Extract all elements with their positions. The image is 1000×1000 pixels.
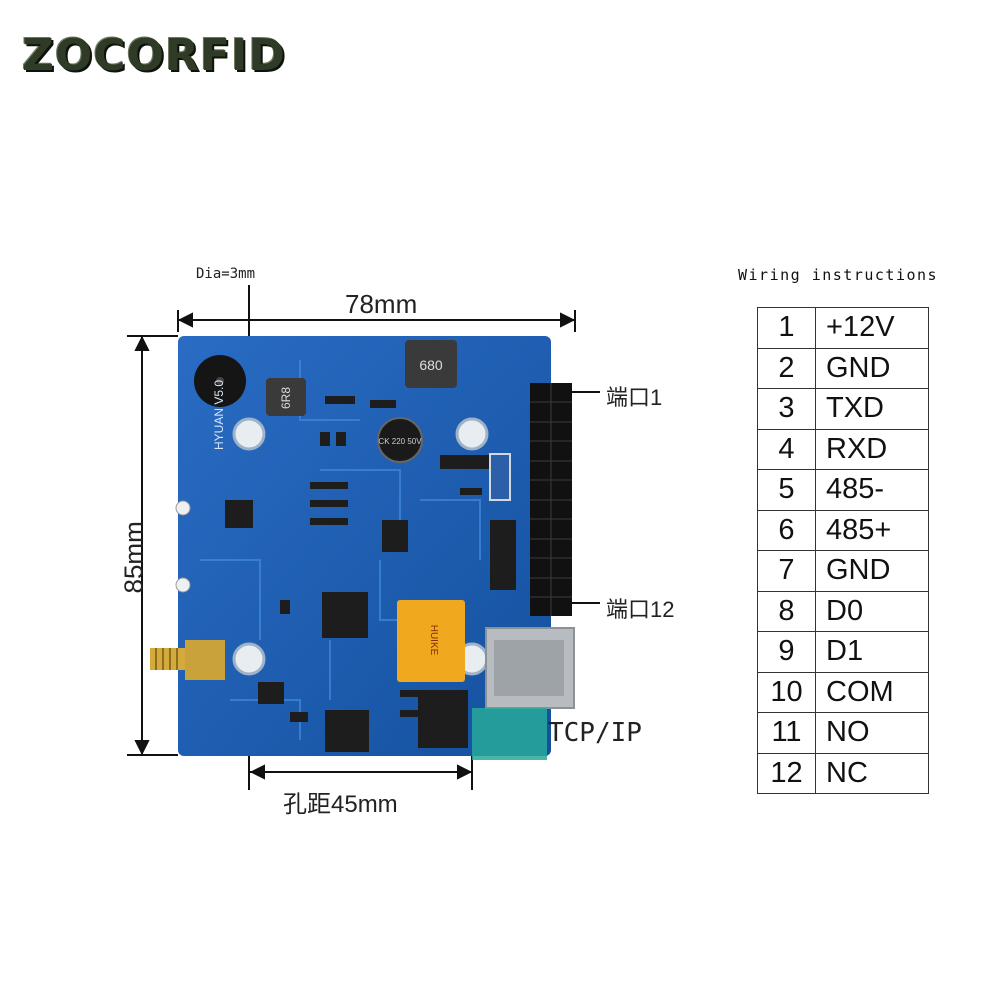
hole-spacing-dimension-line — [249, 764, 473, 780]
width-label: 78mm — [345, 289, 418, 319]
pin-number: 12 — [757, 752, 816, 794]
pin-signal: RXD — [815, 428, 929, 470]
ic-chip — [440, 455, 490, 469]
electrolytic-capacitor — [377, 417, 423, 463]
pin-signal: NC — [815, 752, 929, 794]
pin-signal: GND — [815, 550, 929, 592]
pin-signal: D1 — [815, 631, 929, 673]
antenna-connector — [150, 640, 225, 680]
board-silkscreen: HYUAN V5.0 — [212, 380, 226, 450]
ic-chip — [258, 682, 284, 704]
pin-number: 2 — [757, 347, 816, 389]
pin-number: 5 — [757, 469, 816, 511]
pin-number: 1 — [757, 307, 816, 349]
mounting-hole — [232, 642, 266, 676]
ic-chip — [325, 710, 369, 752]
pin-number: 7 — [757, 550, 816, 592]
ic-chip — [322, 592, 368, 638]
port-12-label: 端口12 — [606, 597, 675, 622]
pin-signal: D0 — [815, 590, 929, 632]
ic-chip — [382, 520, 408, 552]
led — [175, 500, 191, 516]
pin-signal: GND — [815, 347, 929, 389]
pin-signal: 485- — [815, 469, 929, 511]
height-label: 85mm — [118, 521, 149, 594]
relay — [397, 600, 465, 682]
table-row: 1+12V — [757, 307, 929, 349]
pin-number: 11 — [757, 712, 816, 754]
pin-signal: +12V — [815, 307, 929, 349]
width-dimension-line — [177, 310, 576, 332]
pin-number: 4 — [757, 428, 816, 470]
pin-number: 9 — [757, 631, 816, 673]
svg-text:6R8: 6R8 — [279, 387, 293, 409]
pin-number: 8 — [757, 590, 816, 632]
height-dimension-line — [127, 335, 178, 756]
pin-signal: 485+ — [815, 509, 929, 551]
brand-logo: ZOCORFID — [22, 30, 286, 81]
hole-diameter-label: Dia=3mm — [196, 266, 256, 282]
mounting-hole — [232, 417, 266, 451]
port-1-label: 端口1 — [606, 385, 663, 410]
ic-chip — [225, 500, 253, 528]
pin-signal: COM — [815, 671, 929, 713]
ic-chip — [490, 520, 516, 590]
pin-number: 3 — [757, 388, 816, 430]
svg-text:680: 680 — [419, 357, 443, 373]
pcb-board: 680 6R8 CK 220 50V HYUAN V5.0 HUIKE — [150, 336, 575, 760]
pin-number: 10 — [757, 671, 816, 713]
inductor-small — [266, 378, 306, 416]
network-transformer — [418, 690, 468, 748]
hole-spacing-label: 孔距45mm — [283, 791, 398, 818]
inductor-large — [405, 340, 457, 388]
pin-signal: TXD — [815, 388, 929, 430]
pin-number: 6 — [757, 509, 816, 551]
svg-text:HUIKE: HUIKE — [428, 625, 439, 656]
led — [175, 577, 191, 593]
mounting-hole — [455, 417, 489, 451]
svg-text:CK 220 50V: CK 220 50V — [378, 437, 422, 446]
pin-signal: NO — [815, 712, 929, 754]
wiring-title: Wiring instructions — [738, 266, 939, 284]
tcp-ip-label: TCP/IP — [548, 718, 642, 748]
